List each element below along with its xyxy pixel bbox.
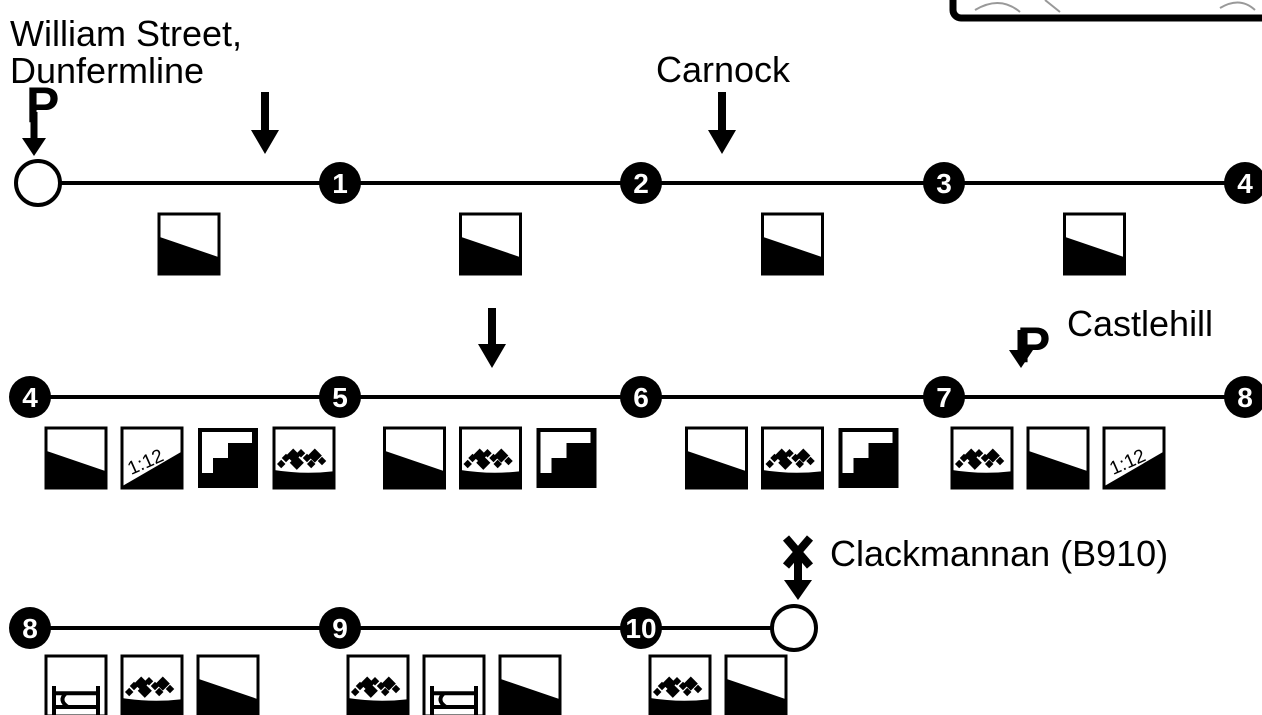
descent-icon: [44, 426, 108, 490]
steps-icon: [838, 428, 899, 488]
waypoint-number: 7: [936, 382, 952, 413]
endpoint-marker: [14, 159, 62, 207]
start-label-line2: Dunfermline: [10, 50, 204, 91]
waypoint-number: 4: [1237, 168, 1253, 199]
direction-arrow-icon-3: [478, 308, 506, 368]
waypoint-number: 6: [633, 382, 649, 413]
waypoint-number: 9: [332, 613, 348, 644]
waypoint-number: 5: [332, 382, 348, 413]
descent-icon: [459, 212, 522, 276]
stile-icon: [44, 654, 108, 715]
direction-arrow-icon-1: [251, 92, 279, 154]
steps-icon: [198, 428, 258, 488]
descent-icon: [1063, 212, 1126, 276]
waypoint-10: 10: [620, 607, 662, 649]
descent-icon: [685, 426, 748, 490]
gradient-icon: 1:12: [120, 426, 184, 490]
parking-icon-castlehill: P: [1009, 317, 1050, 373]
descent-icon: [1026, 426, 1090, 490]
start-label-line1: William Street,: [10, 13, 242, 54]
direction-arrow-icon-2: [708, 92, 736, 154]
inset-map-corner: [949, 0, 1262, 22]
rough-icon: [648, 654, 712, 715]
descent-icon: [724, 654, 788, 715]
waypoint-9: 9: [319, 607, 361, 649]
rough-icon: [761, 426, 824, 490]
waypoint-8: 8: [9, 607, 51, 649]
endpoint-marker: [770, 604, 818, 652]
rough-icon: [346, 654, 410, 715]
waypoint-number: 8: [1237, 382, 1253, 413]
descent-icon: [157, 212, 221, 276]
junction-icon: [782, 535, 814, 600]
waypoint-number: 8: [22, 613, 38, 644]
descent-icon: [196, 654, 260, 715]
waypoint-7: 7: [923, 376, 965, 418]
place-label-carnock: Carnock: [656, 49, 791, 90]
waypoint-number: 3: [936, 168, 952, 199]
waypoint-number: 1: [332, 168, 348, 199]
route-row: 1 2 3 4: [14, 159, 1262, 276]
route-row: 1:12 1:12 4 5 6 7 8: [9, 376, 1262, 490]
place-label-castlehill: Castlehill: [1067, 303, 1213, 344]
parking-icon-start: P: [22, 77, 59, 156]
rough-icon: [120, 654, 184, 715]
waypoint-8: 8: [1224, 376, 1262, 418]
waypoint-6: 6: [620, 376, 662, 418]
place-label-clackmannan: Clackmannan (B910): [830, 533, 1168, 574]
waypoint-3: 3: [923, 162, 965, 204]
waypoint-2: 2: [620, 162, 662, 204]
descent-icon: [498, 654, 562, 715]
waypoint-number: 10: [625, 613, 656, 644]
waypoint-4: 4: [1224, 162, 1262, 204]
waypoint-1: 1: [319, 162, 361, 204]
descent-icon: [383, 426, 446, 490]
waypoint-4: 4: [9, 376, 51, 418]
rough-icon: [272, 426, 336, 490]
descent-icon: [761, 212, 824, 276]
waypoint-number: 4: [22, 382, 38, 413]
waypoint-5: 5: [319, 376, 361, 418]
rough-icon: [950, 426, 1014, 490]
waypoint-number: 2: [633, 168, 649, 199]
steps-icon: [536, 428, 597, 488]
stile-icon: [422, 654, 486, 715]
route-row: 8 9 10: [9, 604, 818, 715]
rough-icon: [459, 426, 522, 490]
gradient-icon: 1:12: [1102, 426, 1166, 490]
